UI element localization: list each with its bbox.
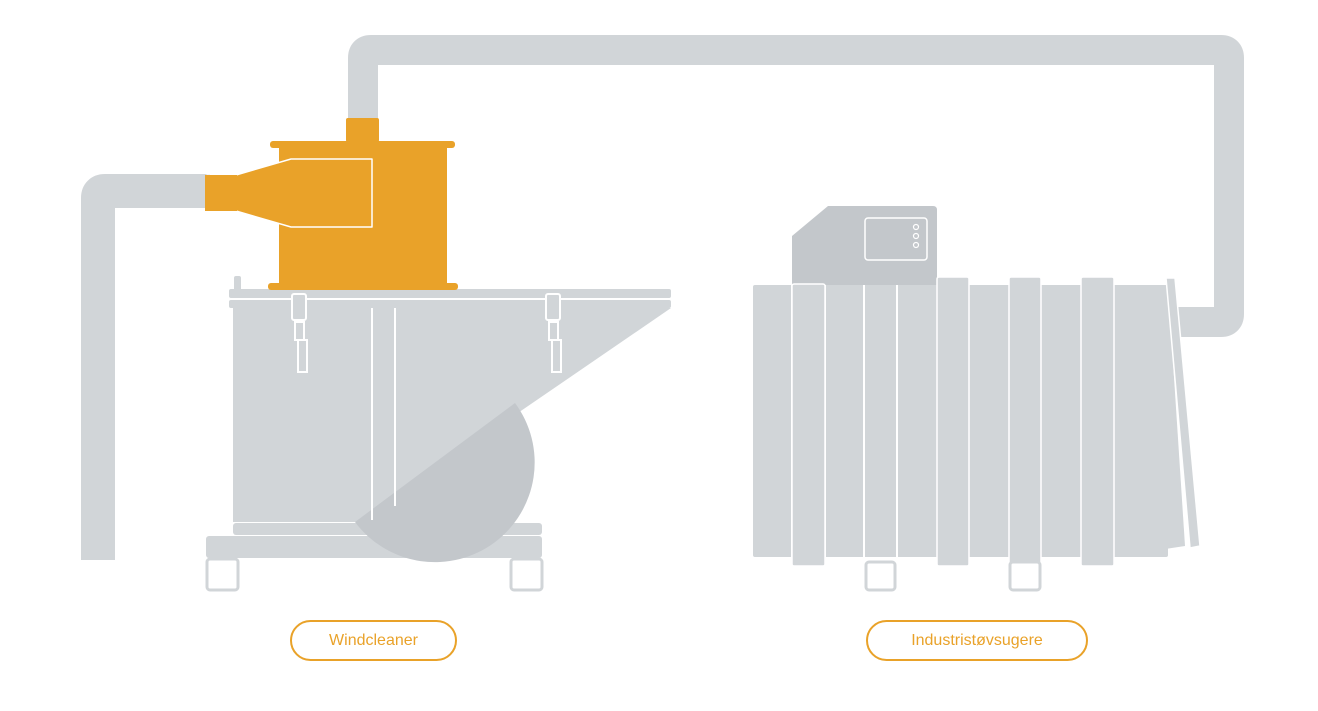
control-panel — [864, 217, 928, 261]
windcleaner-machine — [205, 118, 671, 592]
latch-right — [545, 293, 562, 373]
vacuum-wheel-right — [1008, 560, 1042, 592]
connecting-duct-pipe — [348, 35, 1244, 337]
windcleaner-label: Windcleaner — [329, 632, 418, 649]
industrial-vacuum-machine — [753, 206, 1201, 592]
industrial-vacuum-label: Industristøvsugere — [911, 632, 1043, 649]
vacuum-ring — [936, 276, 970, 567]
vacuum-front — [1113, 285, 1185, 557]
intake-pipe — [81, 174, 210, 560]
windcleaner-label-button[interactable]: Windcleaner — [290, 620, 457, 661]
vacuum-ring — [1080, 276, 1115, 567]
latch-left — [291, 293, 308, 373]
windcleaner-hopper — [355, 403, 535, 563]
vacuum-ring — [1008, 276, 1042, 567]
industrial-vacuum-label-button[interactable]: Industristøvsugere — [866, 620, 1088, 661]
windcleaner-wheel-right — [509, 557, 544, 592]
windcleaner-wheel-left — [205, 557, 240, 592]
separator-outlet — [346, 118, 379, 142]
vacuum-ring — [791, 283, 826, 567]
vacuum-wheel-left — [864, 560, 897, 592]
